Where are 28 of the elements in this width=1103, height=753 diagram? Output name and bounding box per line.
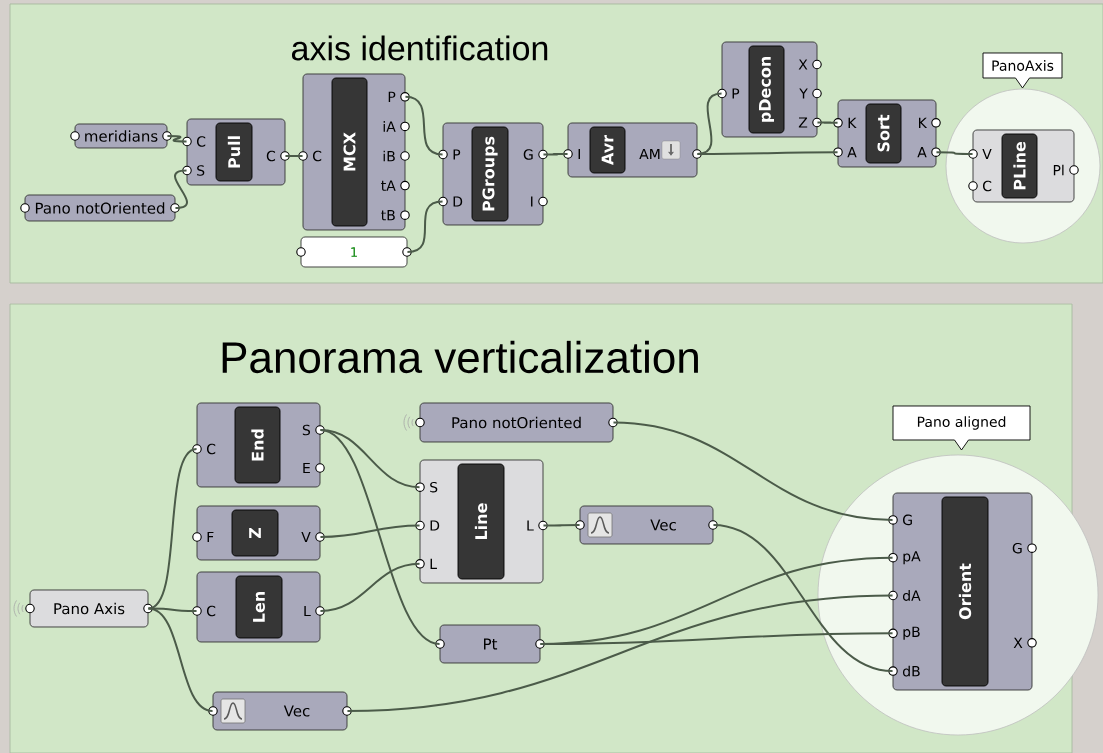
parameter-block: Pano notOriented [403,402,618,443]
parameter-block: Pt [435,624,545,664]
callout-bubble: Pano aligned [892,405,1031,451]
callout-bubble: PanoAxis [982,52,1063,89]
wire [816,121,839,124]
wire [406,200,444,253]
wire [346,594,894,712]
wire [319,429,441,645]
number-panel: 1 [296,236,412,268]
group-title: axis identification [292,35,548,61]
parameter-block: Pano notOriented [20,194,180,222]
wire [696,151,839,155]
wire [147,607,214,712]
wire [712,524,894,673]
wire [935,151,974,155]
wire [166,135,188,143]
wire [404,95,444,156]
wire [542,153,569,156]
wire [319,524,421,538]
wire [319,562,421,612]
parameter-block: Pano Axis [13,589,153,628]
wire [612,421,894,521]
group-title: Panorama verticalization [222,340,698,374]
wire [147,448,198,610]
parameter-block: meridians [70,123,172,149]
wire [542,524,581,527]
wire [539,632,894,645]
wire [147,607,198,612]
